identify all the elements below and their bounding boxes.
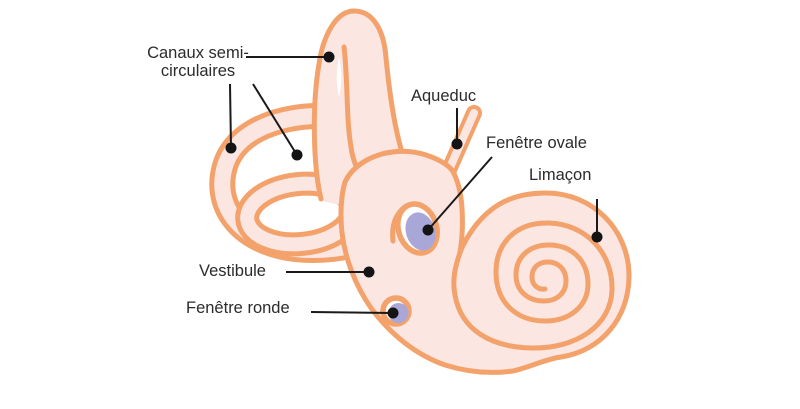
leader-dot-aqueduct — [451, 138, 463, 150]
leader-dot-canal-1 — [323, 51, 335, 63]
leader-lines — [225, 51, 603, 319]
leader-dot-cochlea — [591, 231, 603, 243]
label-round-window: Fenêtre ronde — [186, 299, 290, 317]
leader-dot-canal-3 — [291, 149, 303, 161]
cochlea-spiral — [451, 220, 615, 351]
label-cochlea: Limaçon — [529, 166, 592, 184]
canal-highlight — [336, 57, 342, 97]
leader-dot-round-window — [387, 307, 399, 319]
label-oval-window: Fenêtre ovale — [486, 134, 587, 152]
oval-window — [390, 201, 440, 256]
label-semicircular-canals: Canaux semi-circulaires — [147, 44, 249, 80]
leader-dot-canal-2 — [225, 142, 237, 154]
label-vestibule: Vestibule — [199, 262, 266, 280]
leader-dot-oval-window — [422, 224, 434, 236]
leader-dot-vestibule — [363, 266, 375, 278]
label-aqueduct: Aqueduc — [411, 87, 477, 105]
